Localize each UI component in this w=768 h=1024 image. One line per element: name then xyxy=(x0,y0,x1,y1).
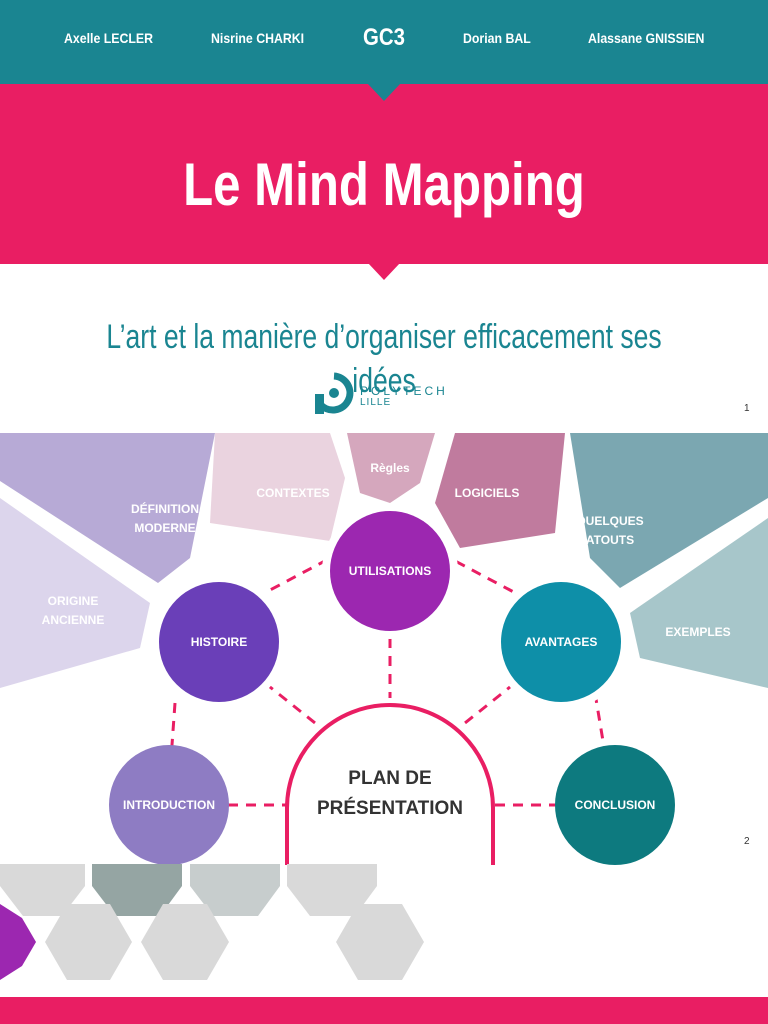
node-label-avantages: AVANTAGES xyxy=(525,635,598,649)
hex-5 xyxy=(45,904,132,980)
ray-label-atouts-2: ATOUTS xyxy=(586,533,634,547)
ray-label-origine-1: ORIGINE xyxy=(48,594,99,608)
ray-label-atouts-1: QUELQUES xyxy=(576,514,643,528)
title-band xyxy=(0,84,768,264)
node-label-introduction: INTRODUCTION xyxy=(123,798,215,812)
band-notches xyxy=(368,84,400,280)
polytech-logo: POLYTECH LILLE xyxy=(312,370,462,418)
node-label-conclusion: CONCLUSION xyxy=(575,798,656,812)
mind-map-diagram: ORIGINE ANCIENNE DÉFINITION MODERNE CONT… xyxy=(0,433,768,865)
ray-origine xyxy=(0,498,150,688)
hex-2 xyxy=(92,864,182,916)
node-introduction xyxy=(109,745,229,865)
notch-bottom xyxy=(368,263,400,280)
page-title: Le Mind Mapping xyxy=(0,145,768,225)
hex-3 xyxy=(190,864,280,916)
author-1: Axelle LECLER xyxy=(64,30,154,46)
ray-definition xyxy=(0,433,215,583)
author-3: Dorian BAL xyxy=(463,30,531,46)
logo-text: POLYTECH xyxy=(360,384,448,398)
central-hub xyxy=(285,703,495,865)
page-subtitle: L’art et la manière d’organiser efficace… xyxy=(0,315,768,403)
hex-6 xyxy=(141,904,229,980)
hex-1 xyxy=(0,864,85,916)
page-subtitle-text: L’art et la manière d’organiser efficace… xyxy=(106,318,662,400)
ray-label-exemples: EXEMPLES xyxy=(665,625,730,639)
ray-label-origine-2: ANCIENNE xyxy=(42,613,105,627)
ray-label-logiciels: LOGICIELS xyxy=(455,486,520,500)
footer-bar xyxy=(0,997,768,1024)
notch-top xyxy=(368,84,400,101)
page-number-2: 2 xyxy=(744,836,750,847)
hex-7 xyxy=(336,904,424,980)
node-utilisations xyxy=(330,511,450,631)
ray-label-definition-1: DÉFINITION xyxy=(131,501,199,516)
hexagon-pattern xyxy=(0,864,424,980)
ray-label-definition-2: MODERNE xyxy=(134,521,195,535)
author-4: Alassane GNISSIEN xyxy=(588,30,705,46)
ray-label-contextes: CONTEXTES xyxy=(256,486,329,500)
hub-label-2: PRÉSENTATION xyxy=(317,797,463,819)
node-label-histoire: HISTOIRE xyxy=(191,635,247,649)
logo-subtext: LILLE xyxy=(360,397,392,408)
hex-purple xyxy=(0,904,36,980)
header-bar: Axelle LECLER Nisrine CHARKI GC3 Dorian … xyxy=(0,0,768,84)
ray-exemples xyxy=(630,518,768,688)
page-title-text: Le Mind Mapping xyxy=(183,151,585,218)
node-avantages xyxy=(501,582,621,702)
node-label-utilisations: UTILISATIONS xyxy=(349,564,431,578)
author-2: Nisrine CHARKI xyxy=(211,30,305,46)
ray-label-regles: Règles xyxy=(370,461,410,475)
page-number-1: 1 xyxy=(744,403,750,414)
polytech-logo-icon xyxy=(315,372,354,414)
group-label: GC3 xyxy=(363,24,405,51)
ray-contextes xyxy=(210,433,345,541)
node-conclusion xyxy=(555,745,675,865)
hub-label-1: PLAN DE xyxy=(348,768,431,789)
hex-4 xyxy=(287,864,377,916)
ray-atouts xyxy=(570,433,768,588)
ray-logiciels xyxy=(435,433,565,548)
ray-regles xyxy=(347,433,435,503)
node-histoire xyxy=(159,582,279,702)
